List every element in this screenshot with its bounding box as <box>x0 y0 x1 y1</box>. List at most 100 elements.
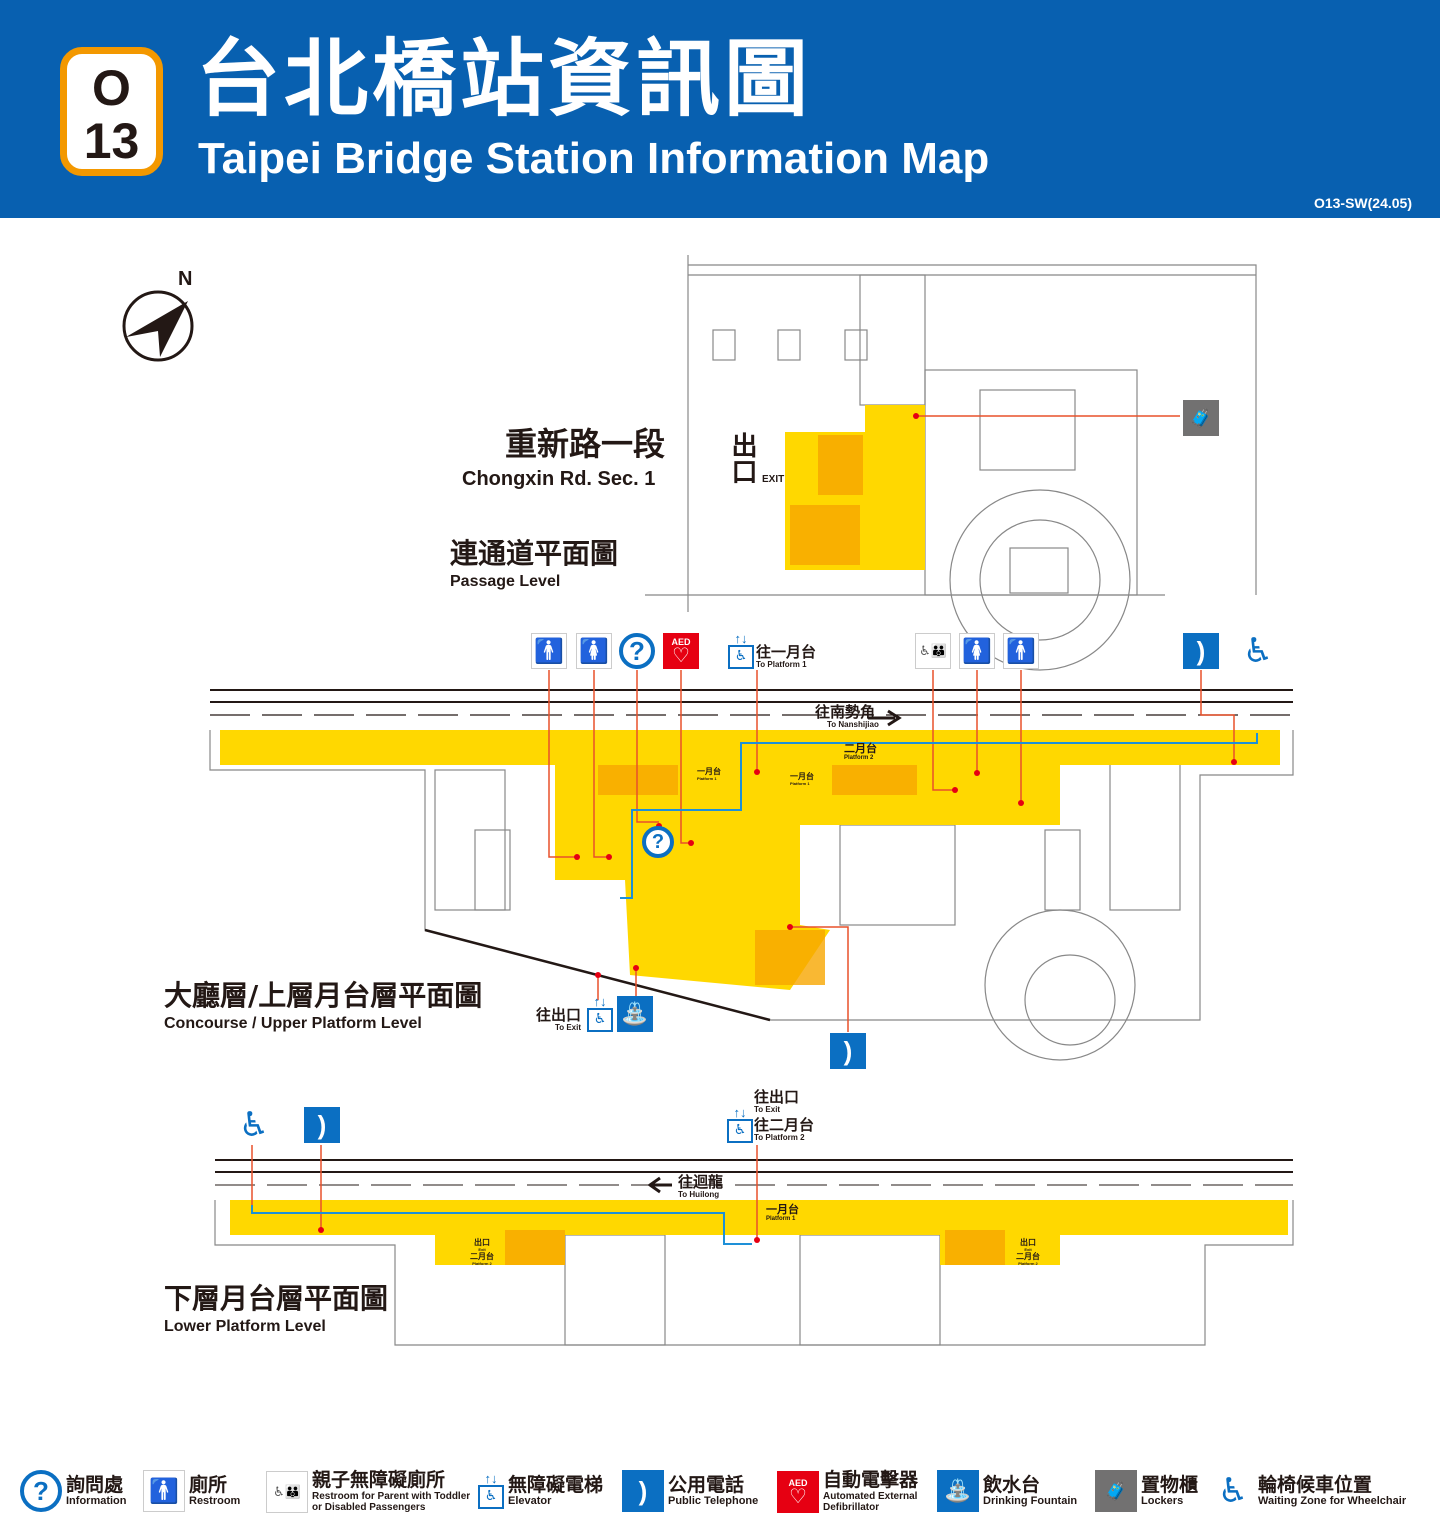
to-platform1-sign: 往一月台 To Platform 1 <box>756 644 816 669</box>
drinking-fountain-icon <box>937 1470 979 1512</box>
compass-north-icon <box>122 290 194 362</box>
family-restroom-icon <box>266 1470 308 1513</box>
restroom-icon <box>143 1470 185 1512</box>
direction-en: To Nanshijiao <box>827 720 879 729</box>
lower-right-exit-label: 出口 Exit 二月台 Platform 2 <box>1016 1238 1040 1266</box>
lower-platform1-label: 一月台 Platform 1 <box>766 1204 799 1223</box>
to-exit-en: To Exit <box>554 1023 582 1032</box>
wheelchair-icon <box>1240 633 1276 669</box>
right-exit-zh: 出口 <box>1020 1238 1036 1247</box>
lower-platform1-zh: 一月台 <box>766 1203 799 1216</box>
legend-label-zh: 詢問處 <box>66 1474 124 1496</box>
legend-label-zh: 自動電擊器 <box>823 1469 919 1491</box>
lower-to-platform2-zh: 往二月台 <box>754 1116 815 1134</box>
womens-restroom-icon <box>959 633 995 669</box>
legend-label-zh: 飲水台 <box>983 1474 1041 1496</box>
exit-sign-zh: 出口 <box>727 432 757 484</box>
legend-label-en: Restroom <box>189 1495 241 1507</box>
lower-to-exit-zh: 往出口 <box>754 1088 800 1106</box>
line-letter: O <box>92 60 131 116</box>
legend-label-en: Public Telephone <box>668 1495 759 1507</box>
wheelchair-icon <box>236 1107 272 1143</box>
left-p2-en: Platform 2 <box>472 1261 492 1266</box>
header-banner <box>0 0 1440 218</box>
title-zh: 台北橋站資訊圖 <box>196 30 813 128</box>
information-icon <box>619 633 655 669</box>
lower-platform1-en: Platform 1 <box>766 1216 796 1222</box>
legend-label-en: Automated External Defibrillator <box>823 1491 918 1513</box>
p1-left-zh: 一月台 <box>697 767 721 776</box>
left-exit-zh: 出口 <box>474 1238 490 1247</box>
direction-huilong-zh: 往迴龍 <box>678 1173 724 1191</box>
concourse-level-title-zh: 大廳層/上層月台層平面圖 <box>164 979 483 1012</box>
direction-huilong-en: To Huilong <box>678 1190 720 1199</box>
platform2-label: 二月台 Platform 2 <box>844 743 877 762</box>
legend-label-zh: 公用電話 <box>668 1474 745 1496</box>
passage-level-title-en: Passage Level <box>450 573 561 590</box>
phone-icon <box>1183 633 1219 669</box>
aed-icon <box>663 633 699 669</box>
elevator-icon <box>478 1470 504 1512</box>
direction-zh: 往南勢角 <box>815 703 876 721</box>
lower-to-platform2-en: To Platform 2 <box>754 1133 805 1142</box>
phone-icon <box>830 1033 866 1069</box>
lower-left-exit-label: 出口 Exit 二月台 Platform 2 <box>470 1238 494 1266</box>
station-number-badge: O 13 <box>60 47 163 176</box>
street-name-en: Chongxin Rd. Sec. 1 <box>462 468 656 490</box>
right-exit-en: Exit <box>1024 1247 1032 1252</box>
legend-label-zh: 置物櫃 <box>1141 1474 1199 1496</box>
right-p2-zh: 二月台 <box>1016 1252 1040 1261</box>
left-p2-zh: 二月台 <box>470 1252 494 1261</box>
station-number: 13 <box>83 113 140 169</box>
to-exit-zh: 往出口 <box>536 1006 582 1024</box>
p1-right-zh: 一月台 <box>790 772 814 781</box>
elevator-icon <box>728 1107 752 1143</box>
p1-left-en: Platform 1 <box>697 776 717 781</box>
platform2-zh: 二月台 <box>844 742 877 755</box>
compass-label: N <box>178 268 193 290</box>
legend-label-zh: 親子無障礙廁所 <box>312 1469 446 1491</box>
elevator-icon <box>729 633 753 669</box>
direction-huilong: 往迴龍 To Huilong <box>678 1174 723 1199</box>
lockers-icon <box>1095 1470 1137 1512</box>
phone-icon <box>304 1107 340 1143</box>
legend-label-en: Lockers <box>1141 1495 1184 1507</box>
legend-label-en: Elevator <box>508 1495 552 1507</box>
mens-restroom-icon <box>1003 633 1039 669</box>
direction-nanshijiao: 往南勢角 To Nanshijiao <box>815 704 879 729</box>
mens-restroom-icon <box>531 633 567 669</box>
legend-label-en: Drinking Fountain <box>983 1495 1078 1507</box>
title-en: Taipei Bridge Station Information Map <box>198 134 990 183</box>
exit-sign-en: EXIT <box>762 474 785 485</box>
to-platform1-en: To Platform 1 <box>756 660 807 669</box>
passage-level-title-zh: 連通道平面圖 <box>450 537 619 570</box>
to-platform1-zh: 往一月台 <box>756 643 817 661</box>
platform1-right-label: 一月台 Platform 1 <box>790 772 814 786</box>
drinking-fountain-icon <box>617 996 653 1032</box>
elevator-icon <box>588 996 612 1032</box>
legend-label-zh: 輪椅候車位置 <box>1258 1474 1373 1496</box>
information-icon <box>20 1470 62 1512</box>
phone-icon <box>622 1470 664 1512</box>
information-counter-icon <box>642 826 674 858</box>
legend-label-en: Restroom for Parent with Toddler or Disa… <box>312 1491 471 1513</box>
legend-label-zh: 廁所 <box>189 1474 228 1496</box>
platform2-en: Platform 2 <box>844 755 874 761</box>
concourse-level-title-en: Concourse / Upper Platform Level <box>164 1015 422 1032</box>
left-exit-en: Exit <box>478 1247 486 1252</box>
map-code: O13-SW(24.05) <box>1313 195 1412 211</box>
womens-restroom-icon <box>576 633 612 669</box>
family-restroom-icon <box>915 633 951 669</box>
legend-label-en: Information <box>66 1495 127 1507</box>
street-name-zh: 重新路一段 <box>505 425 666 463</box>
